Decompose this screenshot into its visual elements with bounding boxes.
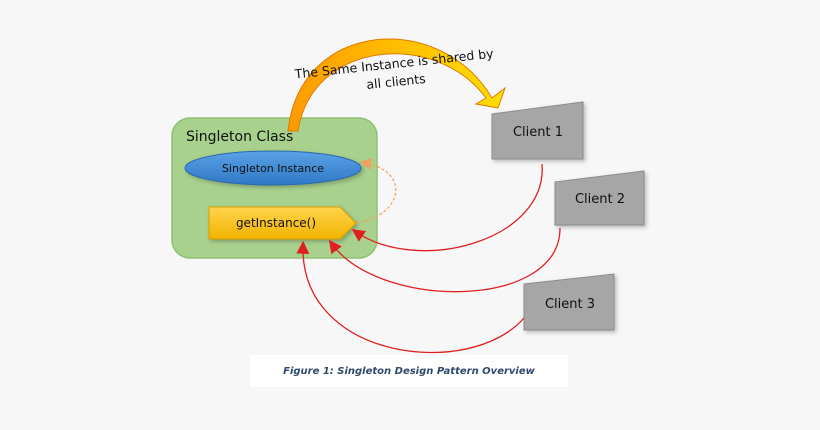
client-1-call-arrow xyxy=(351,163,543,252)
singleton-class-label: Singleton Class xyxy=(186,129,293,145)
client-3-box xyxy=(523,273,615,331)
shared-note-line2: all clients xyxy=(366,71,427,92)
instance-return-arrow xyxy=(355,158,397,224)
client-1-box xyxy=(491,101,584,160)
client-2-box xyxy=(554,170,645,226)
client-2-call-arrow xyxy=(328,227,561,293)
singleton-instance-label: Singleton Instance xyxy=(222,162,324,175)
client-3-label: Client 3 xyxy=(545,297,595,312)
shared-instance-arrow xyxy=(287,38,507,132)
get-instance-shape xyxy=(208,206,357,240)
client-1-label: Client 1 xyxy=(513,125,563,140)
get-instance-label: getInstance() xyxy=(236,216,316,230)
client-2-label: Client 2 xyxy=(575,192,625,207)
client-3-call-arrow xyxy=(296,240,525,354)
figure-caption: Figure 1: Singleton Design Pattern Overv… xyxy=(250,355,568,387)
